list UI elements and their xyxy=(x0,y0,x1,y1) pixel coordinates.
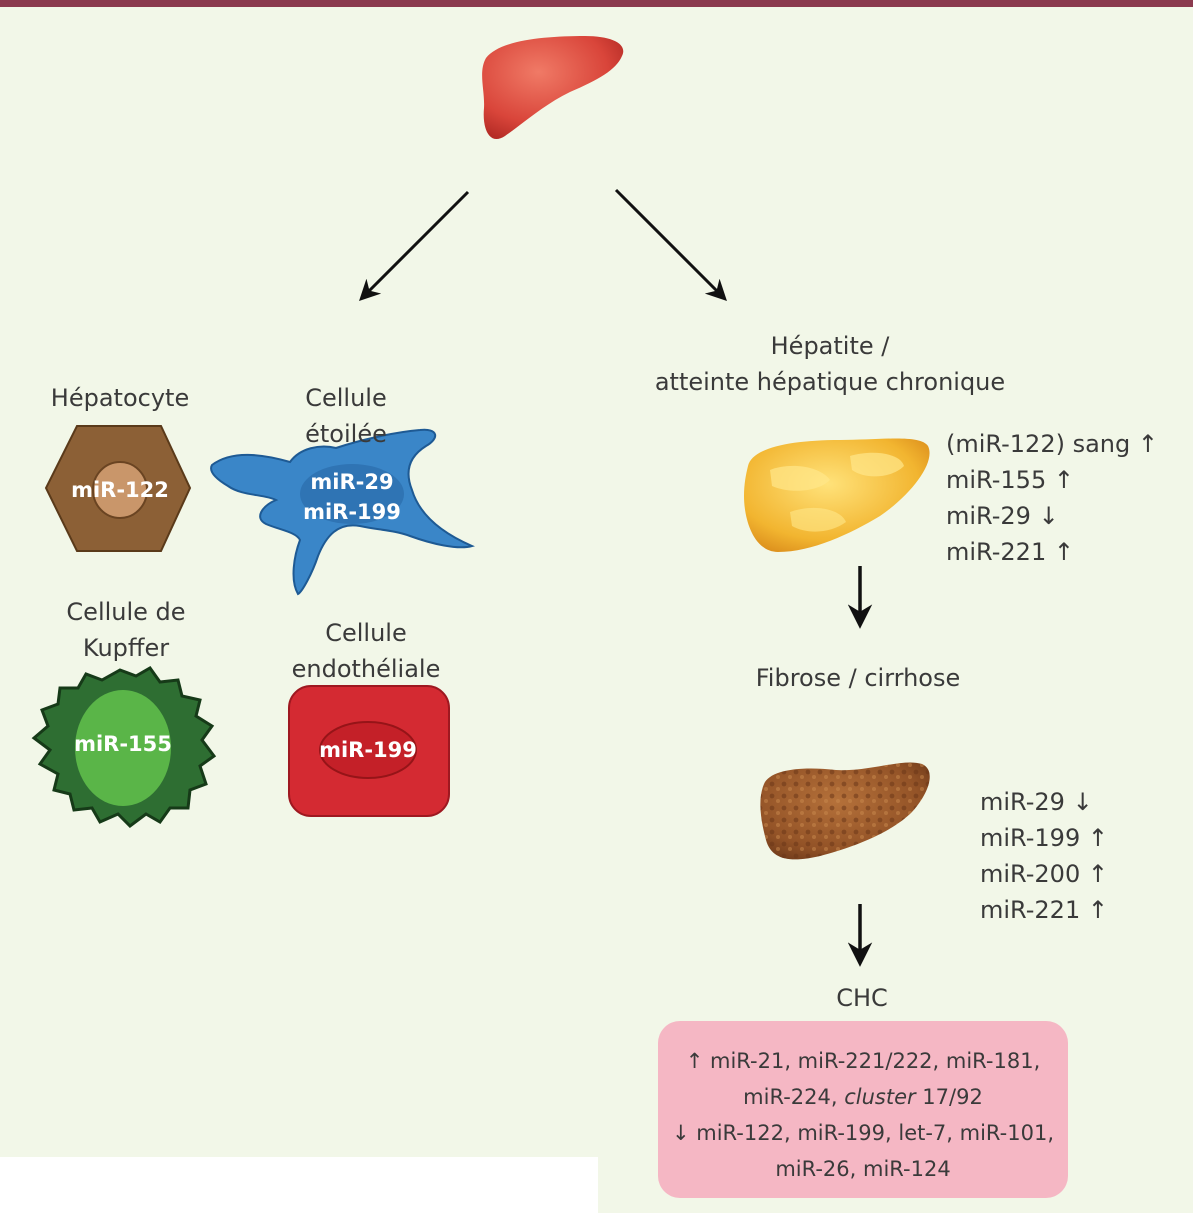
fibrosis-marker: miR-221 ↑ xyxy=(980,896,1108,924)
endothelial-mirna: miR-199 xyxy=(319,738,417,762)
kupffer-cell-icon xyxy=(31,666,217,828)
kupffer-label-line1: Cellule de xyxy=(66,598,186,626)
stellate-mirna-line2: miR-199 xyxy=(303,500,401,524)
hepatitis-marker-list: (miR-122) sang ↑ miR-155 ↑ miR-29 ↓ miR-… xyxy=(946,426,1158,570)
hepatitis-label-line1: Hépatite / xyxy=(770,332,890,360)
hepatocyte-cell-icon xyxy=(44,425,192,552)
endothelial-cell-icon xyxy=(288,685,450,817)
hepatitis-marker: miR-29 ↓ xyxy=(946,502,1059,530)
chc-down-line1: ↓ miR-122, miR-199, let-7, miR-101, xyxy=(672,1121,1054,1145)
stellate-label-line2: étoilée xyxy=(305,420,387,448)
kupffer-label-line2: Kupffer xyxy=(82,634,170,662)
liver-cirrhosis-icon xyxy=(760,762,930,860)
fibrosis-marker: miR-29 ↓ xyxy=(980,788,1093,816)
chc-mirna-box: ↑ miR-21, miR-221/222, miR-181, miR-224,… xyxy=(658,1021,1068,1198)
stellate-mirna-line1: miR-29 xyxy=(310,470,394,494)
hepatocyte-label: Hépatocyte xyxy=(50,384,190,412)
endothelial-label-line2: endothéliale xyxy=(291,655,441,683)
hepatitis-marker: miR-221 ↑ xyxy=(946,538,1074,566)
white-crop-area xyxy=(0,1157,598,1213)
liver-hepatitis-icon xyxy=(744,438,930,552)
fibrosis-marker: miR-200 ↑ xyxy=(980,860,1108,888)
fibrosis-marker: miR-199 ↑ xyxy=(980,824,1108,852)
fibrosis-marker-list: miR-29 ↓ miR-199 ↑ miR-200 ↑ miR-221 ↑ xyxy=(980,784,1108,928)
chc-up-line2-a: miR-224, xyxy=(743,1085,845,1109)
hepatocyte-mirna: miR-122 xyxy=(71,478,169,502)
hepatitis-label-line2: atteinte hépatique chronique xyxy=(654,368,1006,396)
fibrosis-label: Fibrose / cirrhose xyxy=(755,664,961,692)
chc-down-line2: miR-26, miR-124 xyxy=(775,1157,951,1181)
kupffer-mirna: miR-155 xyxy=(74,732,172,756)
arrow-to-cells xyxy=(359,190,470,301)
hepatitis-marker: (miR-122) sang ↑ xyxy=(946,430,1158,458)
chc-cluster-italic: cluster xyxy=(844,1085,916,1109)
chc-label: CHC xyxy=(836,984,888,1012)
stellate-label-line1: Cellule xyxy=(305,384,387,412)
endothelial-label-line1: Cellule xyxy=(325,619,407,647)
chc-up-line1: ↑ miR-21, miR-221/222, miR-181, xyxy=(685,1049,1041,1073)
chc-up-line2: miR-224, cluster 17/92 xyxy=(658,1079,1068,1115)
chc-up-line2-b: 17/92 xyxy=(915,1085,983,1109)
liver-healthy-icon xyxy=(482,36,624,140)
hepatitis-marker: miR-155 ↑ xyxy=(946,466,1074,494)
stellate-cell-icon xyxy=(210,428,475,596)
top-border-bar xyxy=(0,0,1193,7)
arrow-to-hepatitis xyxy=(614,188,727,301)
